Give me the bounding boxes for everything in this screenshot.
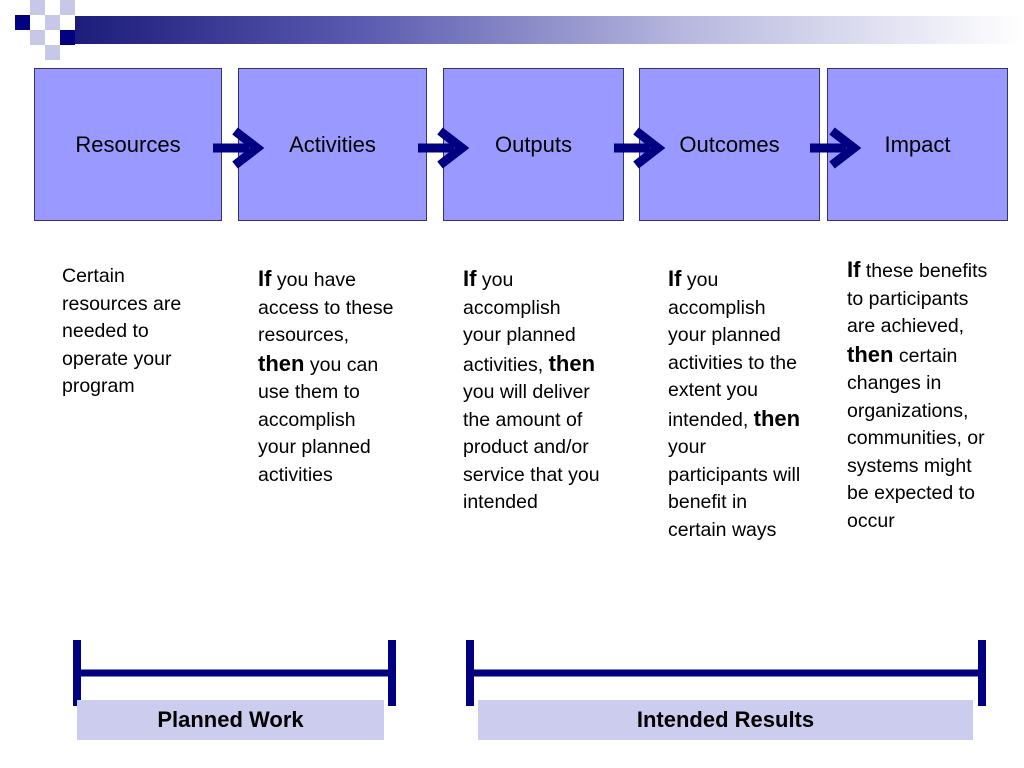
intended-results-label: Intended Results xyxy=(478,700,973,740)
stage-label-resources: Resources xyxy=(75,131,181,157)
description-outputs: If you accomplish your planned activitie… xyxy=(463,266,600,513)
stage-label-impact: Impact xyxy=(884,131,951,157)
header-decor-square xyxy=(45,45,60,60)
stage-label-outputs: Outputs xyxy=(494,131,573,157)
flow-arrow-icon xyxy=(614,127,666,169)
header-decor-square xyxy=(60,0,75,15)
header-gradient-bar xyxy=(75,16,1024,44)
flow-arrow-icon xyxy=(213,127,265,169)
stage-box-outcomes: Outcomes xyxy=(639,68,820,221)
description-impact: If these benefits to participants are ac… xyxy=(847,257,988,532)
planned-work-label: Planned Work xyxy=(77,700,384,740)
header-decor-square xyxy=(60,30,75,45)
stage-box-outputs: Outputs xyxy=(443,68,624,221)
stage-box-impact: Impact xyxy=(827,68,1008,221)
description-resources: Certain resources are needed to operate … xyxy=(62,265,182,397)
header-decor-square xyxy=(15,15,30,30)
stage-box-activities: Activities xyxy=(238,68,427,221)
flow-arrow-icon xyxy=(810,127,862,169)
intended-results-bracket xyxy=(466,640,986,706)
stage-box-resources: Resources xyxy=(34,68,222,221)
header-decor-square xyxy=(30,0,45,15)
header-decor-square xyxy=(30,30,45,45)
description-activities: If you have access to these resources, t… xyxy=(258,266,394,486)
stage-label-outcomes: Outcomes xyxy=(679,131,780,157)
flow-arrow-icon xyxy=(418,127,470,169)
planned-work-bracket xyxy=(73,640,396,706)
description-outcomes: If you accomplish your planned activitie… xyxy=(668,266,801,541)
header-decor-square xyxy=(45,15,60,30)
stage-label-activities: Activities xyxy=(289,131,376,157)
